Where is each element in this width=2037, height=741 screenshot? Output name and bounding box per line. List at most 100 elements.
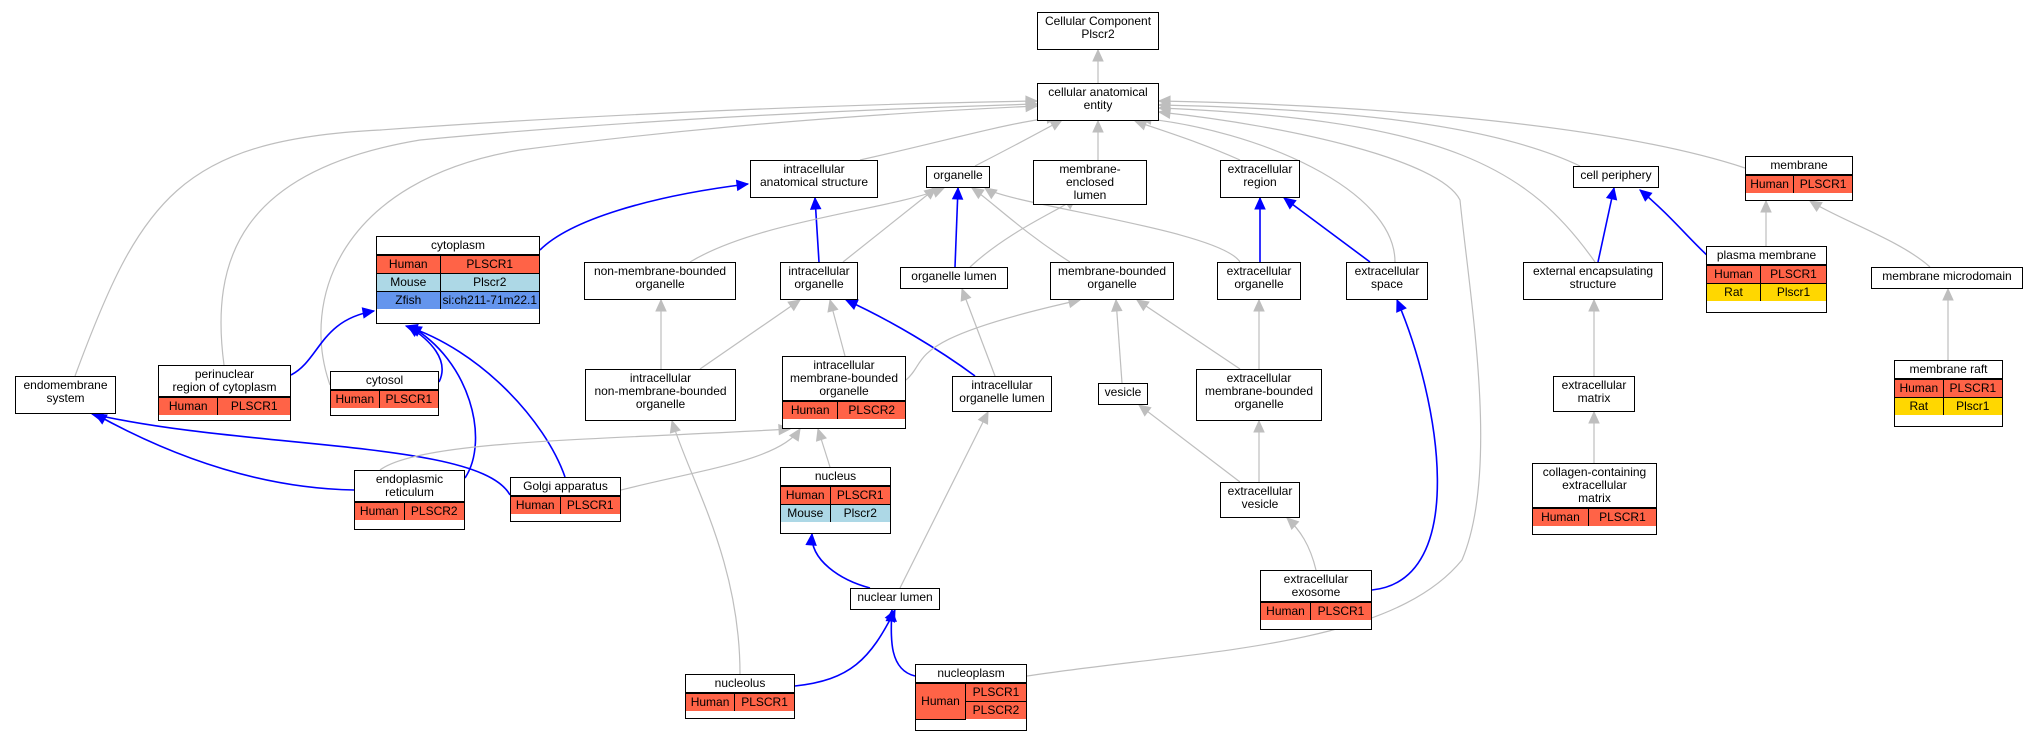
node-title-line: vesicle [1104, 385, 1142, 399]
node-title-line: extracellular [1227, 162, 1293, 176]
node-title-line: perinuclear [194, 367, 255, 381]
node-title-line: membrane-bounded [1057, 264, 1167, 278]
edge-mbo-to-organelle [970, 187, 1071, 263]
node-title-line: nucleoplasm [937, 666, 1005, 680]
edge-iol-to-io [844, 299, 976, 377]
node-title: vesicle [1099, 384, 1147, 401]
node-title-line: structure [1569, 277, 1617, 291]
species-cell: Human [355, 502, 405, 520]
edge-io-to-organelle [842, 187, 937, 263]
edge-nucleoplasm-to-nl [885, 608, 916, 677]
species-cell: Human [1895, 379, 1944, 398]
edge-pm-to-membrane [1760, 199, 1772, 246]
node-cellper[interactable]: cell periphery [1573, 166, 1659, 188]
species-cell: Human [377, 255, 441, 274]
node-vesicle[interactable]: vesicle [1098, 383, 1148, 405]
node-title-line: region of cytoplasm [172, 380, 277, 394]
edge-golgi-to-imbo [620, 427, 801, 491]
edge-nucleus-to-imbo [815, 427, 831, 468]
node-title: nuclear lumen [851, 589, 939, 606]
node-title-line: extracellular [1562, 478, 1627, 492]
node-title: membrane [1746, 157, 1852, 175]
node-nl[interactable]: nuclear lumen [850, 588, 940, 610]
node-title: cell periphery [1574, 167, 1658, 184]
node-title-line: region [1243, 175, 1277, 189]
node-title-line: nucleolus [714, 676, 766, 690]
node-mmd[interactable]: membrane microdomain [1871, 267, 2023, 289]
species-cell: Mouse [377, 273, 441, 292]
gene-cell: PLSCR1 [829, 486, 890, 505]
edge-inmbo-to-io [699, 299, 801, 370]
edge-nucleoplasm-to-cae [1026, 107, 1482, 677]
node-title-line: organelle [635, 277, 685, 291]
node-title-line: organelle [794, 277, 844, 291]
node-title-line: membrane-bounded [1204, 384, 1314, 398]
edge-pm-to-cellper [1639, 189, 1711, 259]
edge-ees-to-cellper [1597, 186, 1618, 263]
edge-cytosol-to-cae [320, 100, 1039, 386]
gene-cell: Plscr1 [1760, 283, 1826, 301]
node-title: cytosol [331, 372, 438, 390]
node-title-line: matrix [1577, 391, 1611, 405]
node-title-line: membrane raft [1909, 362, 1988, 376]
edge-prc-to-cytoplasm [290, 307, 376, 376]
node-title-line: organelle lumen [911, 269, 997, 283]
node-title-line: extracellular [1283, 572, 1349, 586]
node-title-line: non-membrane-bounded [594, 384, 727, 398]
gene-cell: PLSCR1 [1942, 379, 2002, 398]
node-title-line: exosome [1291, 585, 1341, 599]
edge-nucleolus-to-nl [794, 608, 896, 687]
node-title-line: organelle [635, 397, 686, 411]
node-organelle[interactable]: organelle [926, 166, 990, 188]
species-cell: Human [686, 693, 736, 711]
node-title: membrane raft [1895, 361, 2002, 379]
edge-eco-to-ecr [1254, 196, 1266, 262]
node-ol[interactable]: organelle lumen [900, 267, 1008, 289]
gene-cell: PLSCR2 [837, 401, 905, 419]
node-title-line: plasma membrane [1716, 248, 1817, 262]
